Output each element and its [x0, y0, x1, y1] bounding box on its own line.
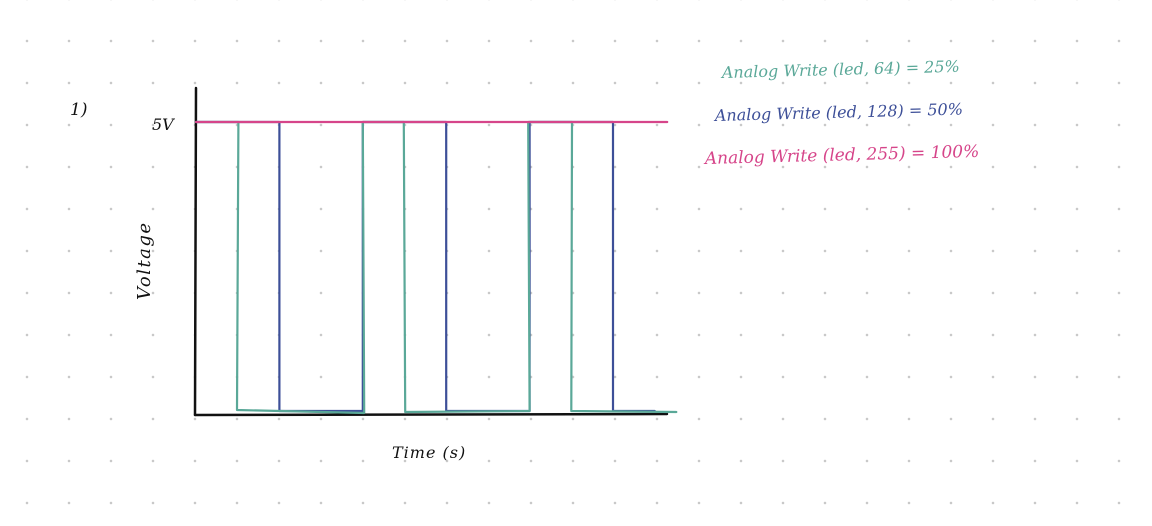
x-axis-line — [193, 412, 669, 417]
waveform-50-percent — [194, 120, 656, 413]
legend-entry-50: Analog Write (led, 128) = 50% — [713, 100, 964, 126]
problem-number: 1) — [70, 100, 87, 120]
y-tick-label-5v: 5V — [152, 115, 175, 134]
waveform-25-percent — [194, 120, 678, 415]
axes — [193, 86, 669, 417]
x-axis-label: Time (s) — [392, 443, 466, 462]
series-layer — [194, 120, 678, 415]
y-axis-label: Voltage — [134, 221, 155, 300]
y-axis-line — [193, 86, 198, 417]
legend-entry-100: Analog Write (led, 255) = 100% — [703, 142, 980, 169]
legend-entry-25: Analog Write (led, 64) = 25% — [720, 57, 960, 82]
legend: Analog Write (led, 64) = 25% Analog Writ… — [703, 57, 980, 169]
